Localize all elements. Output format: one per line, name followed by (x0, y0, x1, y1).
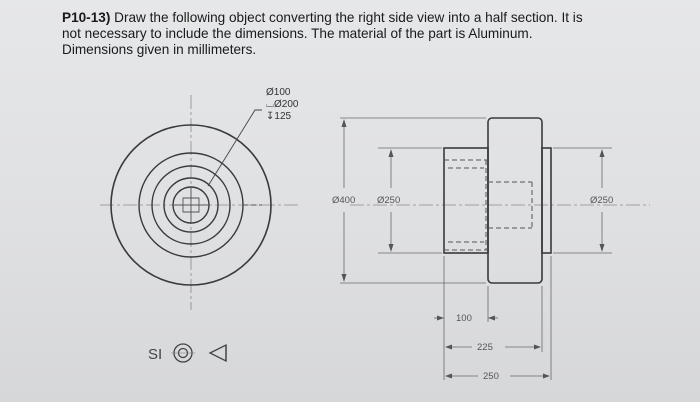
side-dimensions (340, 117, 612, 380)
dim-inner-diameter: Ø250 (377, 195, 400, 206)
problem-line-1: Draw the following object converting the… (114, 10, 583, 25)
hub-body (541, 147, 552, 254)
problem-line-3: Dimensions given in millimeters. (62, 42, 257, 57)
hole-note-leader (207, 109, 262, 187)
third-angle-projection-icon (171, 343, 227, 363)
front-view (100, 95, 300, 310)
problem-number: P10-13) (62, 10, 111, 25)
side-view (350, 117, 650, 284)
hole-diameter-note: Ø100 (266, 87, 291, 98)
depth-note: ↧125 (266, 111, 292, 122)
counterbore-note: ⌴Ø200 (266, 99, 299, 110)
bore-detail (173, 187, 209, 223)
dim-length-250: 250 (483, 371, 499, 382)
dim-length-225: 225 (477, 342, 493, 353)
flange-body (487, 117, 543, 284)
dimension-arrowheads (341, 119, 605, 379)
problem-line-2: not necessary to include the dimensions.… (62, 26, 533, 41)
dim-length-100: 100 (456, 313, 472, 324)
outer-circle (110, 124, 272, 286)
projection-symbol: SI (148, 343, 227, 363)
si-label: SI (148, 346, 162, 363)
counterbore-circle (151, 165, 231, 245)
dim-outer-diameter: Ø400 (332, 195, 355, 206)
dim-hub-diameter: Ø250 (590, 195, 613, 206)
problem-statement: P10-13) Draw the following object conver… (62, 10, 662, 58)
intermediate-circle (163, 177, 219, 233)
boss-body (443, 147, 489, 254)
